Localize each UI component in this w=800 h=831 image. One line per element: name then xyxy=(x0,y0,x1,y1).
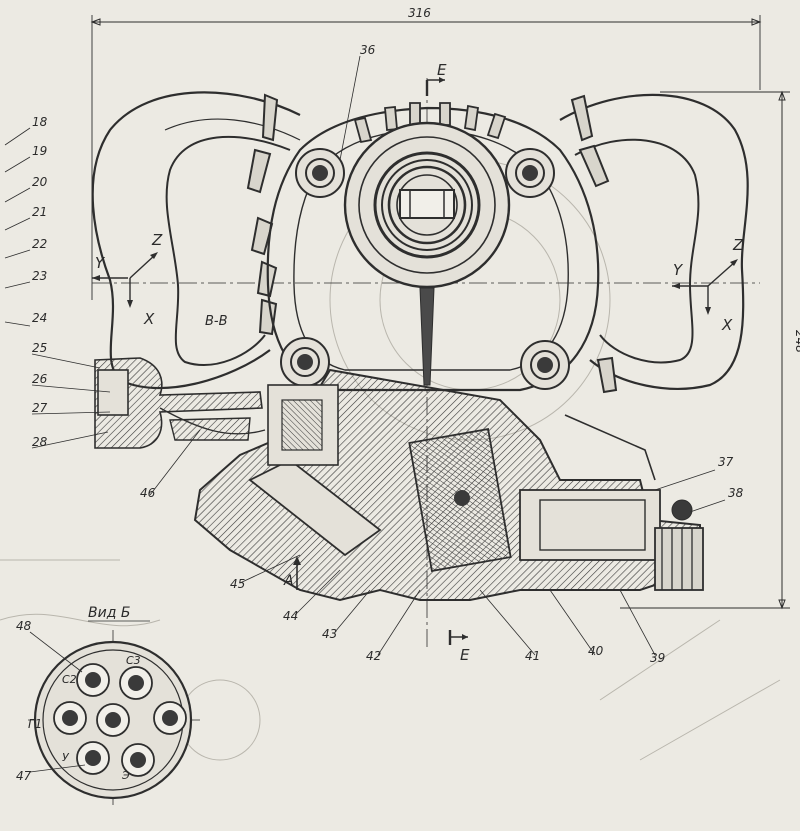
callout-43: 43 xyxy=(322,627,337,641)
axes-left xyxy=(92,252,158,308)
callout-38: 38 xyxy=(728,486,744,500)
view-arrow xyxy=(293,556,301,590)
section-label-top: Е xyxy=(437,61,447,79)
central-housing xyxy=(266,102,600,392)
callout-26: 26 xyxy=(32,372,48,386)
view-b-pin-e: Э xyxy=(121,769,130,782)
axis-left-y: Y xyxy=(95,254,106,272)
callout-21: 21 xyxy=(32,205,47,219)
center-section-label: В-В xyxy=(205,314,228,329)
dimension-lines xyxy=(90,15,790,610)
callout-39: 39 xyxy=(650,651,665,665)
callout-48: 48 xyxy=(16,619,32,633)
callout-22: 22 xyxy=(32,237,47,251)
view-arrow-label: А xyxy=(283,573,294,589)
axis-right-x: X xyxy=(721,316,733,334)
central-blade xyxy=(419,287,435,386)
callout-20: 20 xyxy=(32,175,48,189)
view-b-pin-g1: Г1 xyxy=(28,717,42,731)
dimension-width: 316 xyxy=(408,6,431,20)
view-b-connector xyxy=(28,630,200,806)
left-callouts xyxy=(4,127,111,449)
view-b-pin-c2: С2 xyxy=(62,673,77,686)
callout-42: 42 xyxy=(366,649,381,663)
callout-18: 18 xyxy=(32,115,48,129)
callout-45: 45 xyxy=(230,577,245,591)
section-mark-bottom xyxy=(448,630,468,645)
callout-19: 19 xyxy=(32,144,47,158)
callout-28: 28 xyxy=(32,435,48,449)
callout-37: 37 xyxy=(718,455,734,469)
view-b-title: Вид Б xyxy=(88,605,130,621)
axis-right-z: Z xyxy=(732,236,744,254)
callout-44: 44 xyxy=(283,609,298,623)
dimension-height: 248 xyxy=(793,330,800,353)
callout-23: 23 xyxy=(32,269,47,283)
axis-left-x: X xyxy=(143,310,155,328)
right-handle xyxy=(559,93,749,394)
section-mark-top xyxy=(425,77,445,96)
section-label-bottom: Е xyxy=(460,646,470,664)
callout-24: 24 xyxy=(32,311,47,325)
callout-40: 40 xyxy=(588,644,604,658)
callout-25: 25 xyxy=(32,341,47,355)
view-b-pin-u: У xyxy=(62,751,70,764)
callout-36: 36 xyxy=(360,43,376,57)
callout-46: 46 xyxy=(140,486,156,500)
bolts xyxy=(280,148,570,390)
axis-right-y: Y xyxy=(673,261,684,279)
callout-41: 41 xyxy=(525,649,540,663)
callout-47: 47 xyxy=(16,769,32,783)
left-arm xyxy=(94,357,266,449)
axes-right xyxy=(672,259,738,315)
central-hub xyxy=(343,121,511,289)
connector-assembly xyxy=(193,368,704,602)
view-b-pin-c3: С3 xyxy=(126,654,141,667)
callout-27: 27 xyxy=(32,401,48,415)
axis-left-z: Z xyxy=(151,231,163,249)
callout-leaders xyxy=(149,55,726,656)
